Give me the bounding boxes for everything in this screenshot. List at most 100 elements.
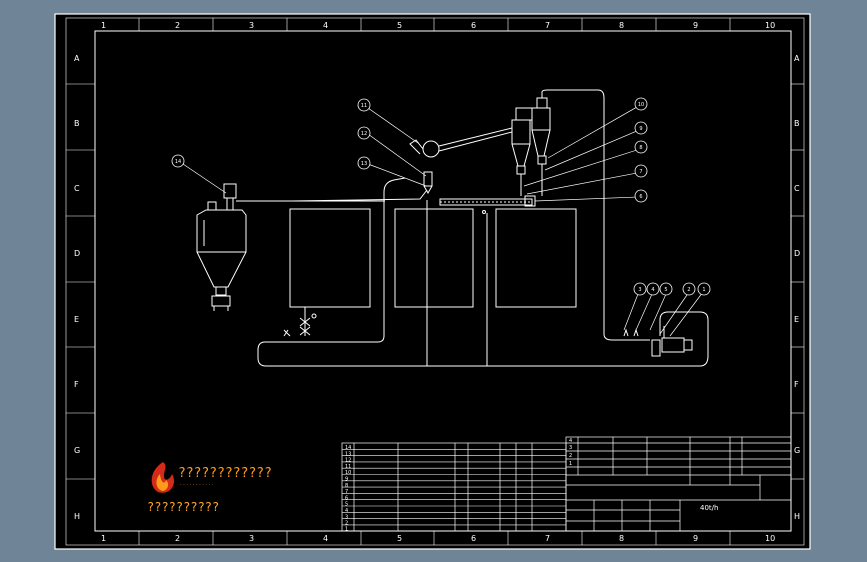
left-riser-pipe bbox=[265, 177, 406, 343]
small-cyclone-cone bbox=[423, 185, 433, 195]
part-number: 13 bbox=[345, 451, 351, 457]
col-label: 5 bbox=[397, 534, 402, 543]
row-label: A bbox=[794, 54, 800, 63]
part-number: 3 bbox=[345, 514, 348, 520]
rev-number: 4 bbox=[569, 438, 572, 444]
col-label: 8 bbox=[619, 21, 624, 30]
part-number: 6 bbox=[345, 495, 348, 501]
row-label: F bbox=[794, 380, 799, 389]
part-number: 1 bbox=[345, 527, 348, 533]
logo-line-2: ?????????? bbox=[147, 500, 219, 514]
storage-tank-2 bbox=[394, 208, 474, 308]
balloon-13: 13 bbox=[357, 156, 371, 170]
logo-dots: · · · · · · · · · · · bbox=[180, 482, 214, 488]
conical-hopper bbox=[196, 183, 247, 311]
col-label: 3 bbox=[249, 21, 254, 30]
leader-lines bbox=[182, 106, 704, 337]
col-label: 2 bbox=[175, 21, 180, 30]
balloon-label: 14 bbox=[175, 159, 181, 165]
row-label: G bbox=[74, 446, 80, 455]
part-balloons: 1 2 3 4 5 6 7 8 9 10 11 12 13 14 bbox=[171, 97, 711, 296]
silencer bbox=[651, 339, 661, 357]
title-block-numbers: 4 3 2 1 bbox=[569, 438, 572, 467]
col-label: 2 bbox=[175, 534, 180, 543]
balloon-4: 4 bbox=[646, 282, 660, 296]
rev-number: 3 bbox=[569, 445, 572, 451]
row-label: B bbox=[74, 119, 80, 128]
fan-suction-pipe-2 bbox=[438, 131, 513, 152]
col-label: 9 bbox=[693, 534, 698, 543]
col-label: 10 bbox=[765, 21, 775, 30]
hopper-valve bbox=[215, 286, 227, 296]
col-label: 7 bbox=[545, 21, 550, 30]
drawing-sheet bbox=[54, 13, 811, 550]
balloon-2: 2 bbox=[682, 282, 696, 296]
fan-outlet bbox=[409, 139, 424, 155]
balloon-label: 10 bbox=[638, 102, 644, 108]
row-label: D bbox=[794, 249, 800, 258]
balloon-label: 6 bbox=[639, 194, 642, 200]
part-number: 10 bbox=[345, 470, 351, 476]
blower-enclosure-pipe bbox=[618, 311, 709, 367]
part-number: 11 bbox=[345, 464, 351, 470]
balloon-11: 11 bbox=[357, 98, 371, 112]
main-loop-pipe bbox=[541, 89, 650, 341]
column-labels-top: 1 2 3 4 5 6 7 8 9 10 bbox=[101, 21, 775, 30]
company-logo: ???????????? · · · · · · · · · · · ?????… bbox=[147, 462, 272, 514]
part-number: 14 bbox=[345, 445, 351, 451]
col-label: 4 bbox=[323, 21, 328, 30]
col-label: 9 bbox=[693, 21, 698, 30]
row-label: D bbox=[74, 249, 80, 258]
balloon-label: 4 bbox=[651, 287, 654, 293]
balloon-7: 7 bbox=[634, 164, 648, 178]
part-number: 7 bbox=[345, 489, 348, 495]
column-labels-bottom: 1 2 3 4 5 6 7 8 9 10 bbox=[101, 534, 775, 543]
row-label: B bbox=[794, 119, 800, 128]
col-label: 5 bbox=[397, 21, 402, 30]
col-label: 10 bbox=[765, 534, 775, 543]
balloon-5: 5 bbox=[659, 282, 673, 296]
flame-inner-icon bbox=[156, 474, 169, 491]
hopper-discharge bbox=[211, 295, 231, 311]
balloon-9: 9 bbox=[634, 121, 648, 135]
balloon-label: 12 bbox=[361, 131, 367, 137]
cyclone-left bbox=[511, 107, 533, 196]
flow-arrow bbox=[283, 329, 291, 337]
zone-ticks bbox=[66, 18, 804, 545]
process-diagram bbox=[196, 89, 709, 367]
storage-tank-3 bbox=[495, 208, 577, 308]
part-number: 2 bbox=[345, 521, 348, 527]
balloon-label: 1 bbox=[702, 287, 705, 293]
tank-1-valve bbox=[299, 317, 311, 336]
bottom-return-pipe bbox=[257, 341, 618, 367]
row-label: F bbox=[74, 380, 79, 389]
capacity-label: 40t/h bbox=[700, 504, 718, 512]
part-number: 8 bbox=[345, 483, 348, 489]
balloon-label: 2 bbox=[687, 287, 690, 293]
col-label: 6 bbox=[471, 21, 476, 30]
balloon-3: 3 bbox=[633, 282, 647, 296]
logo-line-1: ???????????? bbox=[178, 466, 272, 481]
part-number: 12 bbox=[345, 458, 351, 464]
cyclone-right-body bbox=[531, 107, 551, 131]
balloon-8: 8 bbox=[634, 140, 648, 154]
col-label: 1 bbox=[101, 534, 106, 543]
balloon-label: 8 bbox=[639, 145, 642, 151]
col-label: 3 bbox=[249, 534, 254, 543]
blower-motor bbox=[683, 339, 693, 351]
balloon-label: 9 bbox=[639, 126, 642, 132]
parts-row-lines bbox=[342, 448, 566, 526]
row-label: A bbox=[74, 54, 80, 63]
balloon-label: 5 bbox=[664, 287, 667, 293]
junction-point bbox=[482, 210, 486, 214]
rev-number: 1 bbox=[569, 461, 572, 467]
cyclone-left-body bbox=[511, 119, 531, 145]
balloon-10: 10 bbox=[634, 97, 648, 111]
balloon-label: 7 bbox=[639, 169, 642, 175]
row-label: G bbox=[794, 446, 800, 455]
parts-list-numbers: 14 13 12 11 10 9 8 7 6 5 4 3 2 1 bbox=[345, 445, 351, 533]
row-label: E bbox=[74, 315, 79, 324]
row-label: C bbox=[74, 184, 80, 193]
